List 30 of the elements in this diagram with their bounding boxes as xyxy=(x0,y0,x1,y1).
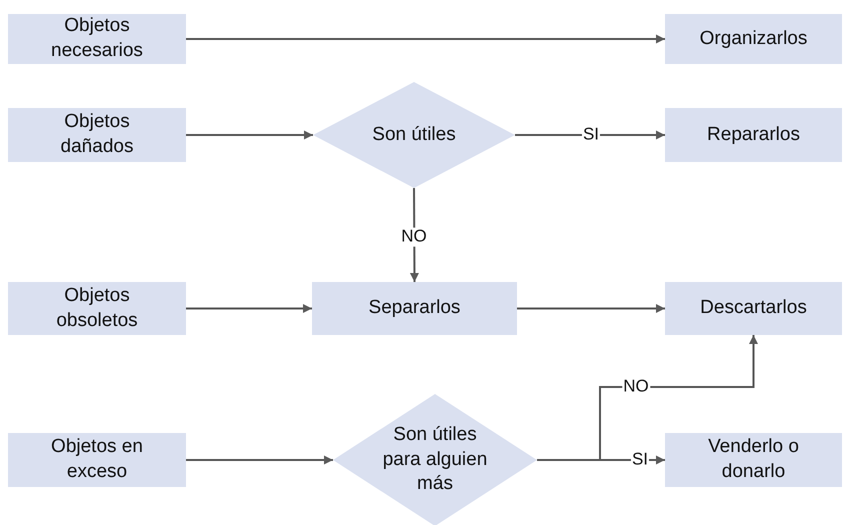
arrow xyxy=(186,34,665,44)
node-text: Objetos obsoletos xyxy=(55,284,139,332)
arrow xyxy=(186,130,313,140)
node-text: Organizarlos xyxy=(700,26,808,51)
arrow xyxy=(186,456,333,464)
arrow xyxy=(517,304,665,313)
process-box xyxy=(8,433,186,487)
arrow xyxy=(537,456,665,464)
decision-diamond xyxy=(313,82,515,188)
process-box xyxy=(8,14,186,64)
process-box xyxy=(665,108,842,162)
process-box xyxy=(8,282,186,335)
node-text: Objetos dañados xyxy=(60,110,134,159)
process-box xyxy=(665,433,842,487)
process-box xyxy=(665,14,842,64)
arrow xyxy=(186,304,312,313)
process-box xyxy=(665,282,842,335)
node-text: Venderlo o donarlo xyxy=(707,435,800,484)
arrow xyxy=(515,130,665,140)
process-box xyxy=(312,282,517,335)
node-text: Descartarlos xyxy=(700,296,807,320)
edge-label: NO xyxy=(400,228,428,246)
process-box xyxy=(8,108,186,162)
node-text: Son útiles para alguien más xyxy=(382,422,488,496)
decision-diamond xyxy=(333,394,537,525)
node-text: Separarlos xyxy=(368,296,460,320)
node-text: Repararlos xyxy=(707,122,800,147)
node-text: Objetos en exceso xyxy=(50,435,144,484)
node-text: Son útiles xyxy=(372,122,456,147)
node-text: Objetos necesarios xyxy=(50,14,144,63)
